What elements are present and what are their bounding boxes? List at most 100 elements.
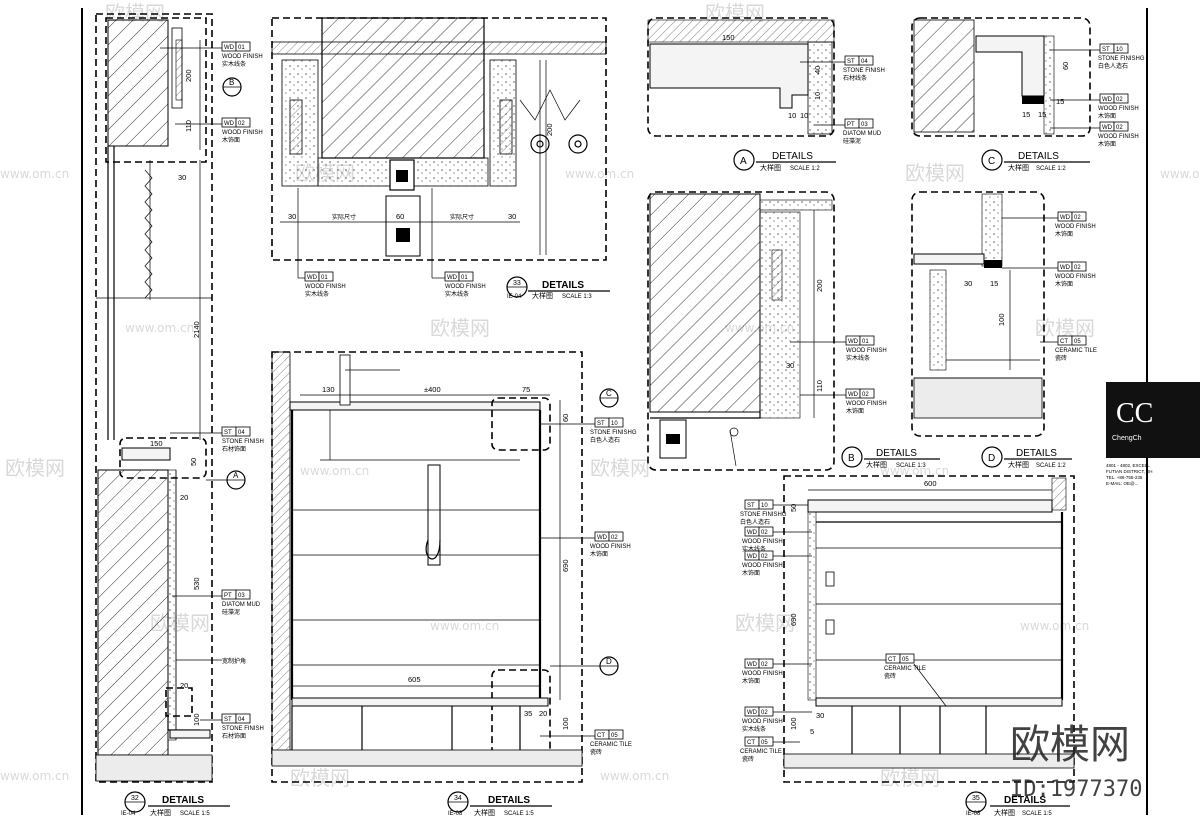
tag-cn: 木饰面 [742, 677, 760, 685]
detail-letter: D [988, 453, 995, 464]
tag-code: WD [1102, 97, 1113, 103]
detail-title: DETAILS [1004, 795, 1046, 806]
tag-code: ST [847, 59, 855, 65]
tag-num: 05 [902, 657, 909, 663]
svg-text:D: D [606, 657, 612, 666]
detail-scale: SCALE 1:2 [790, 166, 820, 172]
company-tel: TEL. +86-755-235 [1106, 475, 1143, 480]
detail-number: 32 [131, 795, 139, 802]
dim-150: 150 [722, 33, 735, 42]
tag-code: WD [307, 275, 318, 281]
tag-en: WOOD FINISH [590, 544, 631, 550]
detail-title: DETAILS [1016, 448, 1057, 459]
watermark-brand: 欧模网 [735, 611, 795, 635]
watermark-brand: 欧模网 [5, 456, 65, 480]
dim-35: 35 [524, 709, 532, 718]
watermark-site: www.om.cn [880, 464, 949, 478]
tag-code: WD [747, 662, 758, 668]
tag-num: 02 [761, 530, 768, 536]
tag-cn: 木饰面 [1098, 140, 1116, 148]
tag-code: ST [224, 430, 232, 436]
dim-5: 5 [810, 727, 814, 736]
dim-40: 40 [813, 66, 822, 74]
tag-num: 02 [761, 710, 768, 716]
watermark-site: www.om.cn [1020, 619, 1089, 633]
detail-number: 33 [513, 280, 521, 287]
tag-cn: 木饰面 [1055, 280, 1073, 288]
detail-A: 150 40 10 10 10 ST 04 STONE FINISH 石材线条 … [647, 17, 885, 172]
dim-400: ±400 [424, 385, 441, 394]
tag-code: WD [1060, 265, 1071, 271]
company-email: E-MAIL: OE@... [1106, 481, 1138, 486]
tag-code: WD [224, 45, 235, 51]
tag-code: WD [447, 275, 458, 281]
dim-30: 30 [288, 212, 296, 221]
tag-cn: 硅藻泥 [843, 137, 861, 145]
tag-code: ST [597, 421, 605, 427]
watermark-brand: 欧模网 [290, 766, 350, 790]
tag-cn: 瓷砖 [742, 755, 754, 763]
tag-code: ST [747, 503, 755, 509]
detail-scale: SCALE 1:2 [1036, 463, 1066, 469]
dim-20b: 20 [180, 681, 188, 690]
tag-cn: 实木线条 [222, 60, 246, 68]
tag-en: STONE FINISH [843, 68, 885, 74]
dim-110: 110 [815, 380, 824, 392]
dim-690: 690 [789, 613, 798, 626]
watermark-big-brand: 欧模网 [1010, 722, 1130, 768]
dim-30: 30 [786, 361, 794, 370]
tag-num: 10 [761, 503, 768, 509]
detail-title-cn: 大样图 [994, 808, 1015, 817]
detail-ref: IE-04 [121, 811, 136, 817]
detail-letter: B [848, 453, 855, 464]
detail-B: 200 30 110 WD 01 WOOD FINISH 实木线条 WD 02 … [647, 191, 940, 471]
tag-en: WOOD FINISH [1055, 224, 1096, 230]
tag-num: 04 [238, 717, 245, 723]
watermark-site: www.om.cn [125, 321, 194, 335]
dim-15: 15 [1038, 110, 1046, 119]
tag-code: PT [847, 122, 855, 128]
detail-33: 30 实际尺寸 60 实际尺寸 30 200 WD 01 WOOD FINISH… [271, 17, 610, 300]
tag-num: 05 [761, 740, 768, 746]
tag-num: 01 [238, 45, 245, 51]
detail-title-cn: 大样图 [866, 460, 887, 469]
tag-en: WOOD FINISH [305, 284, 346, 290]
dim-60: 60 [561, 414, 570, 422]
tag-num: 03 [861, 122, 868, 128]
tag-num: 04 [238, 430, 245, 436]
tag-cn: 木饰面 [846, 407, 864, 415]
detail-title: DETAILS [542, 280, 584, 291]
tag-en: DIATOM MUD [843, 131, 882, 137]
tag-num: 10 [611, 421, 618, 427]
dim-100: 100 [561, 717, 570, 730]
detail-scale: SCALE 1:5 [504, 811, 534, 817]
company-logo: CC [1116, 398, 1153, 429]
tag-en: WOOD FINISH [742, 671, 783, 677]
tag-num: 02 [611, 535, 618, 541]
tag-num: 02 [1116, 97, 1123, 103]
company-address-2: FUTIAN DISTRICT, SH [1106, 469, 1153, 474]
tag-en: DIATOM MUD [222, 602, 261, 608]
detail-34: 130 ±400 75 60 690 605 35 20 100 ST 10 S… [271, 351, 637, 817]
dim-50: 50 [189, 458, 198, 466]
tag-en: WOOD FINISH [742, 719, 783, 725]
tag-num: 01 [461, 275, 468, 281]
dim-2140: 2140 [192, 321, 201, 338]
tag-cn: 瓷砖 [884, 672, 896, 680]
detail-35: 600 50 690 100 30 5 ST 10 STONE FINISHG … [740, 475, 1075, 817]
dim-15: 15 [1056, 97, 1064, 106]
dim-100: 100 [997, 313, 1006, 326]
dim-110: 110 [184, 120, 193, 132]
tag-cn: 白色人造石 [590, 436, 620, 444]
detail-title: DETAILS [488, 795, 530, 806]
tag-num: 01 [862, 339, 869, 345]
detail-scale: SCALE 1:3 [562, 294, 592, 300]
tag-cn: 硅藻泥 [222, 608, 240, 616]
tag-en: WOOD FINISH [1055, 274, 1096, 280]
tag-cn: 白色人造石 [740, 518, 770, 526]
tag-en: WOOD FINISH [222, 54, 263, 60]
detail-ref: IE-08 [448, 811, 463, 817]
detail-title-cn: 大样图 [150, 808, 171, 817]
watermark-brand: 欧模网 [590, 456, 650, 480]
watermark-site: www.om.cn [0, 769, 69, 783]
